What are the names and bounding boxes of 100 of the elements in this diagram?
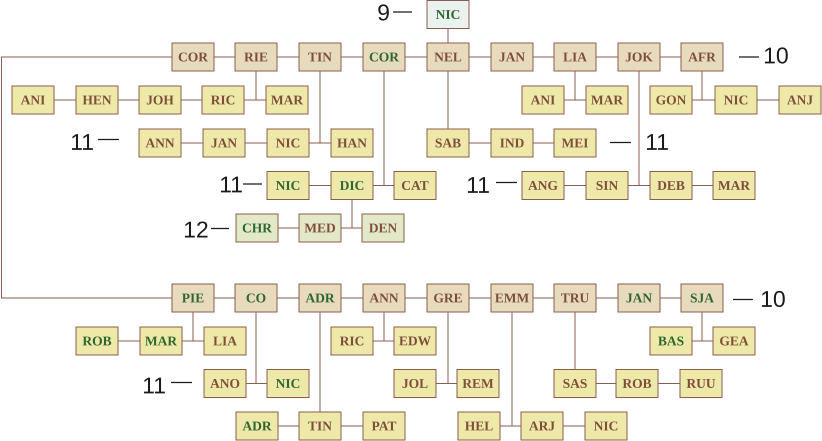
name-box: AFR [680,42,724,72]
name-box: ANJ [778,86,822,114]
name-box: HEN [76,86,118,114]
name-box: EMM [490,284,534,312]
connector-line [692,312,713,342]
name-box: DEN [362,214,404,242]
connector-line [628,71,650,186]
name-box: ANO [204,369,246,398]
name-box: ADR [236,412,278,440]
connector-line [692,71,715,100]
name-box: CO [234,284,278,312]
connector-line [533,56,554,58]
name-box: GRE [426,284,470,312]
connector-line [309,71,331,144]
name-box: MAR [586,86,628,114]
name-box: JAN [490,42,534,72]
connector-line [118,340,140,342]
number-label: 11 [220,176,242,192]
name-box: DIC [330,171,374,200]
name-box: JOL [394,369,436,398]
name-box: JAN [618,284,660,312]
name-box: MAR [266,86,308,114]
number-label: 10 [762,290,785,308]
name-box: RIE [234,42,278,72]
name-box: TRU [554,284,596,312]
name-box: CAT [394,171,436,200]
number-label: 11 [468,177,489,193]
connector-line [309,185,331,186]
name-box: HEL [458,412,500,440]
name-box: REM [456,369,500,398]
name-box: GEA [712,326,756,356]
name-box: ANI [12,86,54,114]
name-box: ANN [362,284,406,312]
name-box: NIC [426,0,470,29]
name-box: ADR [298,284,342,312]
name-box: MEI [554,128,596,158]
name-box: COR [362,42,406,72]
name-box: RUU [680,369,722,398]
connector-line [436,312,457,384]
name-box: GON [650,86,692,114]
name-box: BAS [650,326,692,356]
connector-line [341,200,362,228]
number-label: 12 [184,222,208,238]
connector-line [533,142,554,144]
name-box: TIN [298,42,342,72]
connector-line [692,185,713,186]
number-label: 11 [72,134,93,150]
name-box: ROB [616,369,658,398]
name-box: PIE [172,284,214,312]
name-box: CHR [236,214,278,242]
name-box: LIA [554,42,596,72]
number-label: 9 [378,4,389,21]
name-box: ANN [138,128,182,158]
name-box: PAT [362,412,406,440]
number-label: 11 [646,134,668,150]
connector-line [373,71,394,186]
name-box: LIA [204,326,246,356]
name-box: SIN [586,171,628,200]
connector-line [469,56,491,58]
connector-line [469,142,491,144]
name-box: MAR [140,326,182,356]
connector-line [564,185,586,186]
connector-line [182,312,204,342]
connector-line [214,56,235,58]
name-box: JAN [202,128,246,158]
connector-line [500,312,521,426]
name-box: EDW [394,326,436,356]
name-box: HAN [330,128,374,158]
connector-line [574,312,576,370]
connector-line [244,71,266,100]
connector-line [246,312,267,384]
name-box: COR [172,42,214,72]
connector-line [596,383,616,384]
name-box: NIC [266,369,310,398]
connector-line [596,56,618,58]
name-box: NIC [266,171,310,200]
name-box: JOH [138,86,182,114]
name-box: RIC [202,86,244,114]
connector-line [373,312,394,342]
name-box: TIN [298,412,342,440]
name-box: RIC [330,326,374,356]
name-box: SJA [680,284,724,312]
name-box: IND [490,128,534,158]
connector-line [564,71,586,100]
name-box: MAR [712,171,756,200]
name-box: JOK [618,42,660,72]
connector-line [341,56,363,58]
name-box: SAB [426,128,470,158]
name-box: NIC [584,412,628,440]
number-label: 11 [144,378,165,394]
name-box: DEB [650,171,692,200]
connector-line [181,142,203,144]
name-box: SAS [554,369,596,398]
connector-line [277,56,299,58]
name-box: ARJ [520,412,564,440]
name-box: NIC [714,86,758,114]
connector-line [245,142,267,144]
name-box: ANG [522,171,564,200]
name-box: NIC [266,128,310,158]
name-box: ANI [522,86,564,114]
